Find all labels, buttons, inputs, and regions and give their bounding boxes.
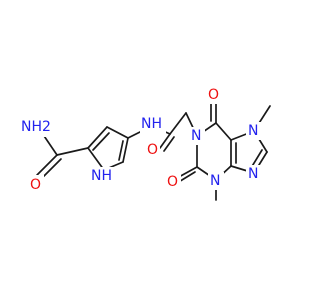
bond-c-pyrrole — [56, 147, 89, 156]
atom-n9: N — [248, 166, 258, 182]
bond-pyrrole-n-c2 — [87, 147, 105, 171]
atom-o6: O — [208, 87, 219, 103]
atom-n3: N — [210, 173, 220, 189]
bond-co-ch2 — [169, 112, 187, 135]
bond-pyrrole-c2-c3-double — [92, 132, 110, 151]
bond-pyrrole-c3-c4 — [106, 126, 129, 139]
bond-pyrrole-c4-c5 — [122, 137, 129, 163]
bond-c-o-amide — [36, 154, 58, 176]
atom-amide-nh2: NH2 — [21, 119, 51, 135]
atom-labels: NH2 O NH NH O N O N N N O — [20, 86, 262, 193]
atom-linker-o: O — [147, 142, 158, 158]
bond-c6-c5 — [215, 122, 232, 141]
atom-amide-o: O — [30, 177, 41, 193]
bond-co-o-double — [163, 136, 175, 152]
atom-n7: N — [248, 123, 258, 139]
bond-co-o — [159, 133, 171, 149]
molecule-diagram: NH2 O NH NH O N O N N N O — [20, 86, 271, 201]
atom-pyrrole-nh: NH — [91, 168, 112, 184]
bond-c-o-amide-double — [40, 158, 62, 180]
atom-linker-nh: NH — [141, 116, 162, 132]
bond-pyrrole-c4-c5-double — [118, 140, 124, 161]
atom-o2: O — [167, 174, 178, 190]
bond-pyrrole-c2-c3 — [87, 126, 108, 149]
atom-n1: N — [191, 128, 201, 144]
